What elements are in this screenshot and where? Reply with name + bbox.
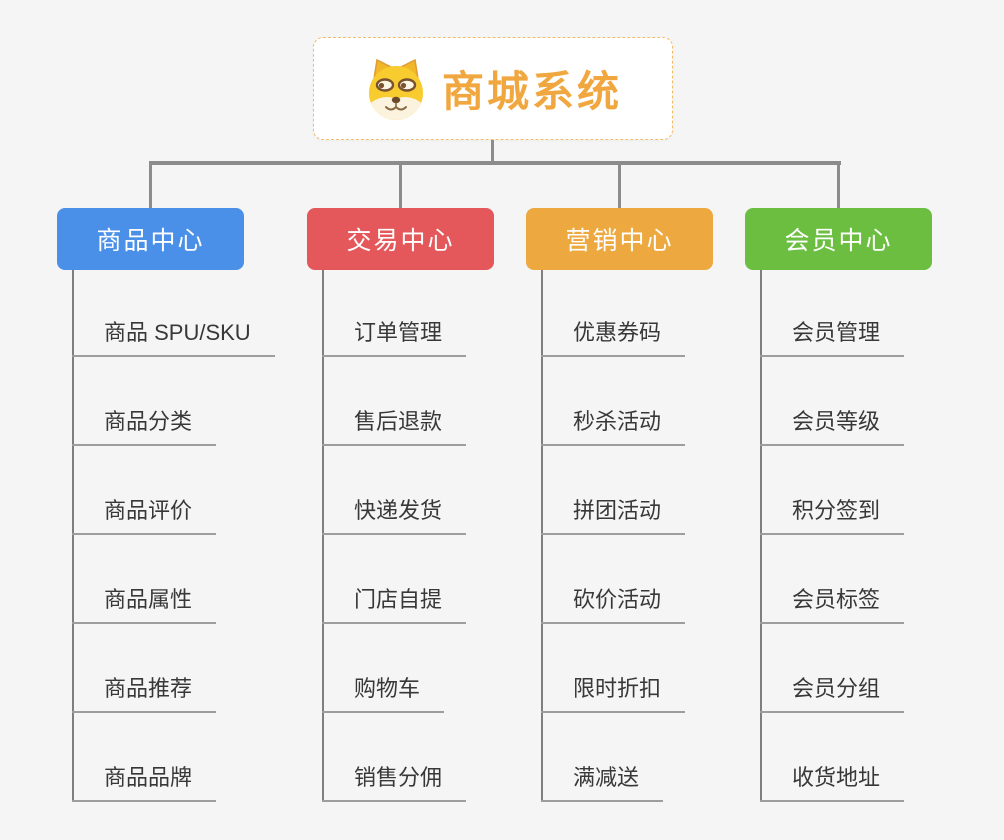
leaf-item[interactable]: 收货地址 — [760, 762, 905, 802]
leaf-item[interactable]: 会员分组 — [760, 673, 905, 713]
branch-header-3[interactable]: 会员中心 — [745, 208, 932, 270]
leaf-item[interactable]: 会员标签 — [760, 584, 905, 624]
leaf-item[interactable]: 快递发货 — [322, 495, 467, 535]
leaf-item[interactable]: 购物车 — [322, 673, 445, 713]
leaf-item[interactable]: 会员管理 — [760, 317, 905, 357]
leaf-item[interactable]: 积分签到 — [760, 495, 905, 535]
branch-header-label: 交易中心 — [346, 227, 455, 255]
leaf-item[interactable]: 商品 SPU/SKU — [72, 317, 275, 357]
leaf-item[interactable]: 优惠券码 — [541, 317, 686, 357]
connector-branch-drop — [617, 161, 621, 210]
connector-column-line — [322, 270, 324, 801]
leaf-item[interactable]: 售后退款 — [322, 406, 467, 446]
connector-column-line — [760, 270, 762, 801]
branch-header-2[interactable]: 营销中心 — [526, 208, 713, 270]
connector-branch-drop — [836, 161, 840, 210]
leaf-item[interactable]: 商品评价 — [72, 495, 217, 535]
leaf-item[interactable]: 砍价活动 — [541, 584, 686, 624]
leaf-item[interactable]: 订单管理 — [322, 317, 467, 357]
leaf-item[interactable]: 商品属性 — [72, 584, 217, 624]
branch-header-label: 商品中心 — [96, 227, 205, 255]
leaf-item[interactable]: 满减送 — [541, 762, 664, 802]
branch-header-0[interactable]: 商品中心 — [57, 208, 244, 270]
connector-branch-drop — [398, 161, 402, 210]
branch-header-label: 会员中心 — [784, 227, 893, 255]
leaf-item[interactable]: 商品品牌 — [72, 762, 217, 802]
leaf-item[interactable]: 商品推荐 — [72, 673, 217, 713]
connector-root-stem — [491, 140, 494, 165]
root-node[interactable]: 商城系统 — [313, 37, 673, 140]
connector-column-line — [541, 270, 543, 801]
leaf-item[interactable]: 商品分类 — [72, 406, 217, 446]
leaf-item[interactable]: 秒杀活动 — [541, 406, 686, 446]
leaf-item[interactable]: 门店自提 — [322, 584, 467, 624]
branch-header-label: 营销中心 — [565, 227, 674, 255]
doge-icon — [364, 57, 428, 121]
connector-horizontal-rail — [148, 161, 841, 165]
connector-column-line — [72, 270, 74, 801]
leaf-item[interactable]: 会员等级 — [760, 406, 905, 446]
connector-branch-drop — [148, 161, 152, 210]
branch-header-1[interactable]: 交易中心 — [307, 208, 494, 270]
leaf-item[interactable]: 拼团活动 — [541, 495, 686, 535]
root-title: 商城系统 — [441, 68, 622, 115]
leaf-item[interactable]: 限时折扣 — [541, 673, 686, 713]
leaf-item[interactable]: 销售分佣 — [322, 762, 467, 802]
